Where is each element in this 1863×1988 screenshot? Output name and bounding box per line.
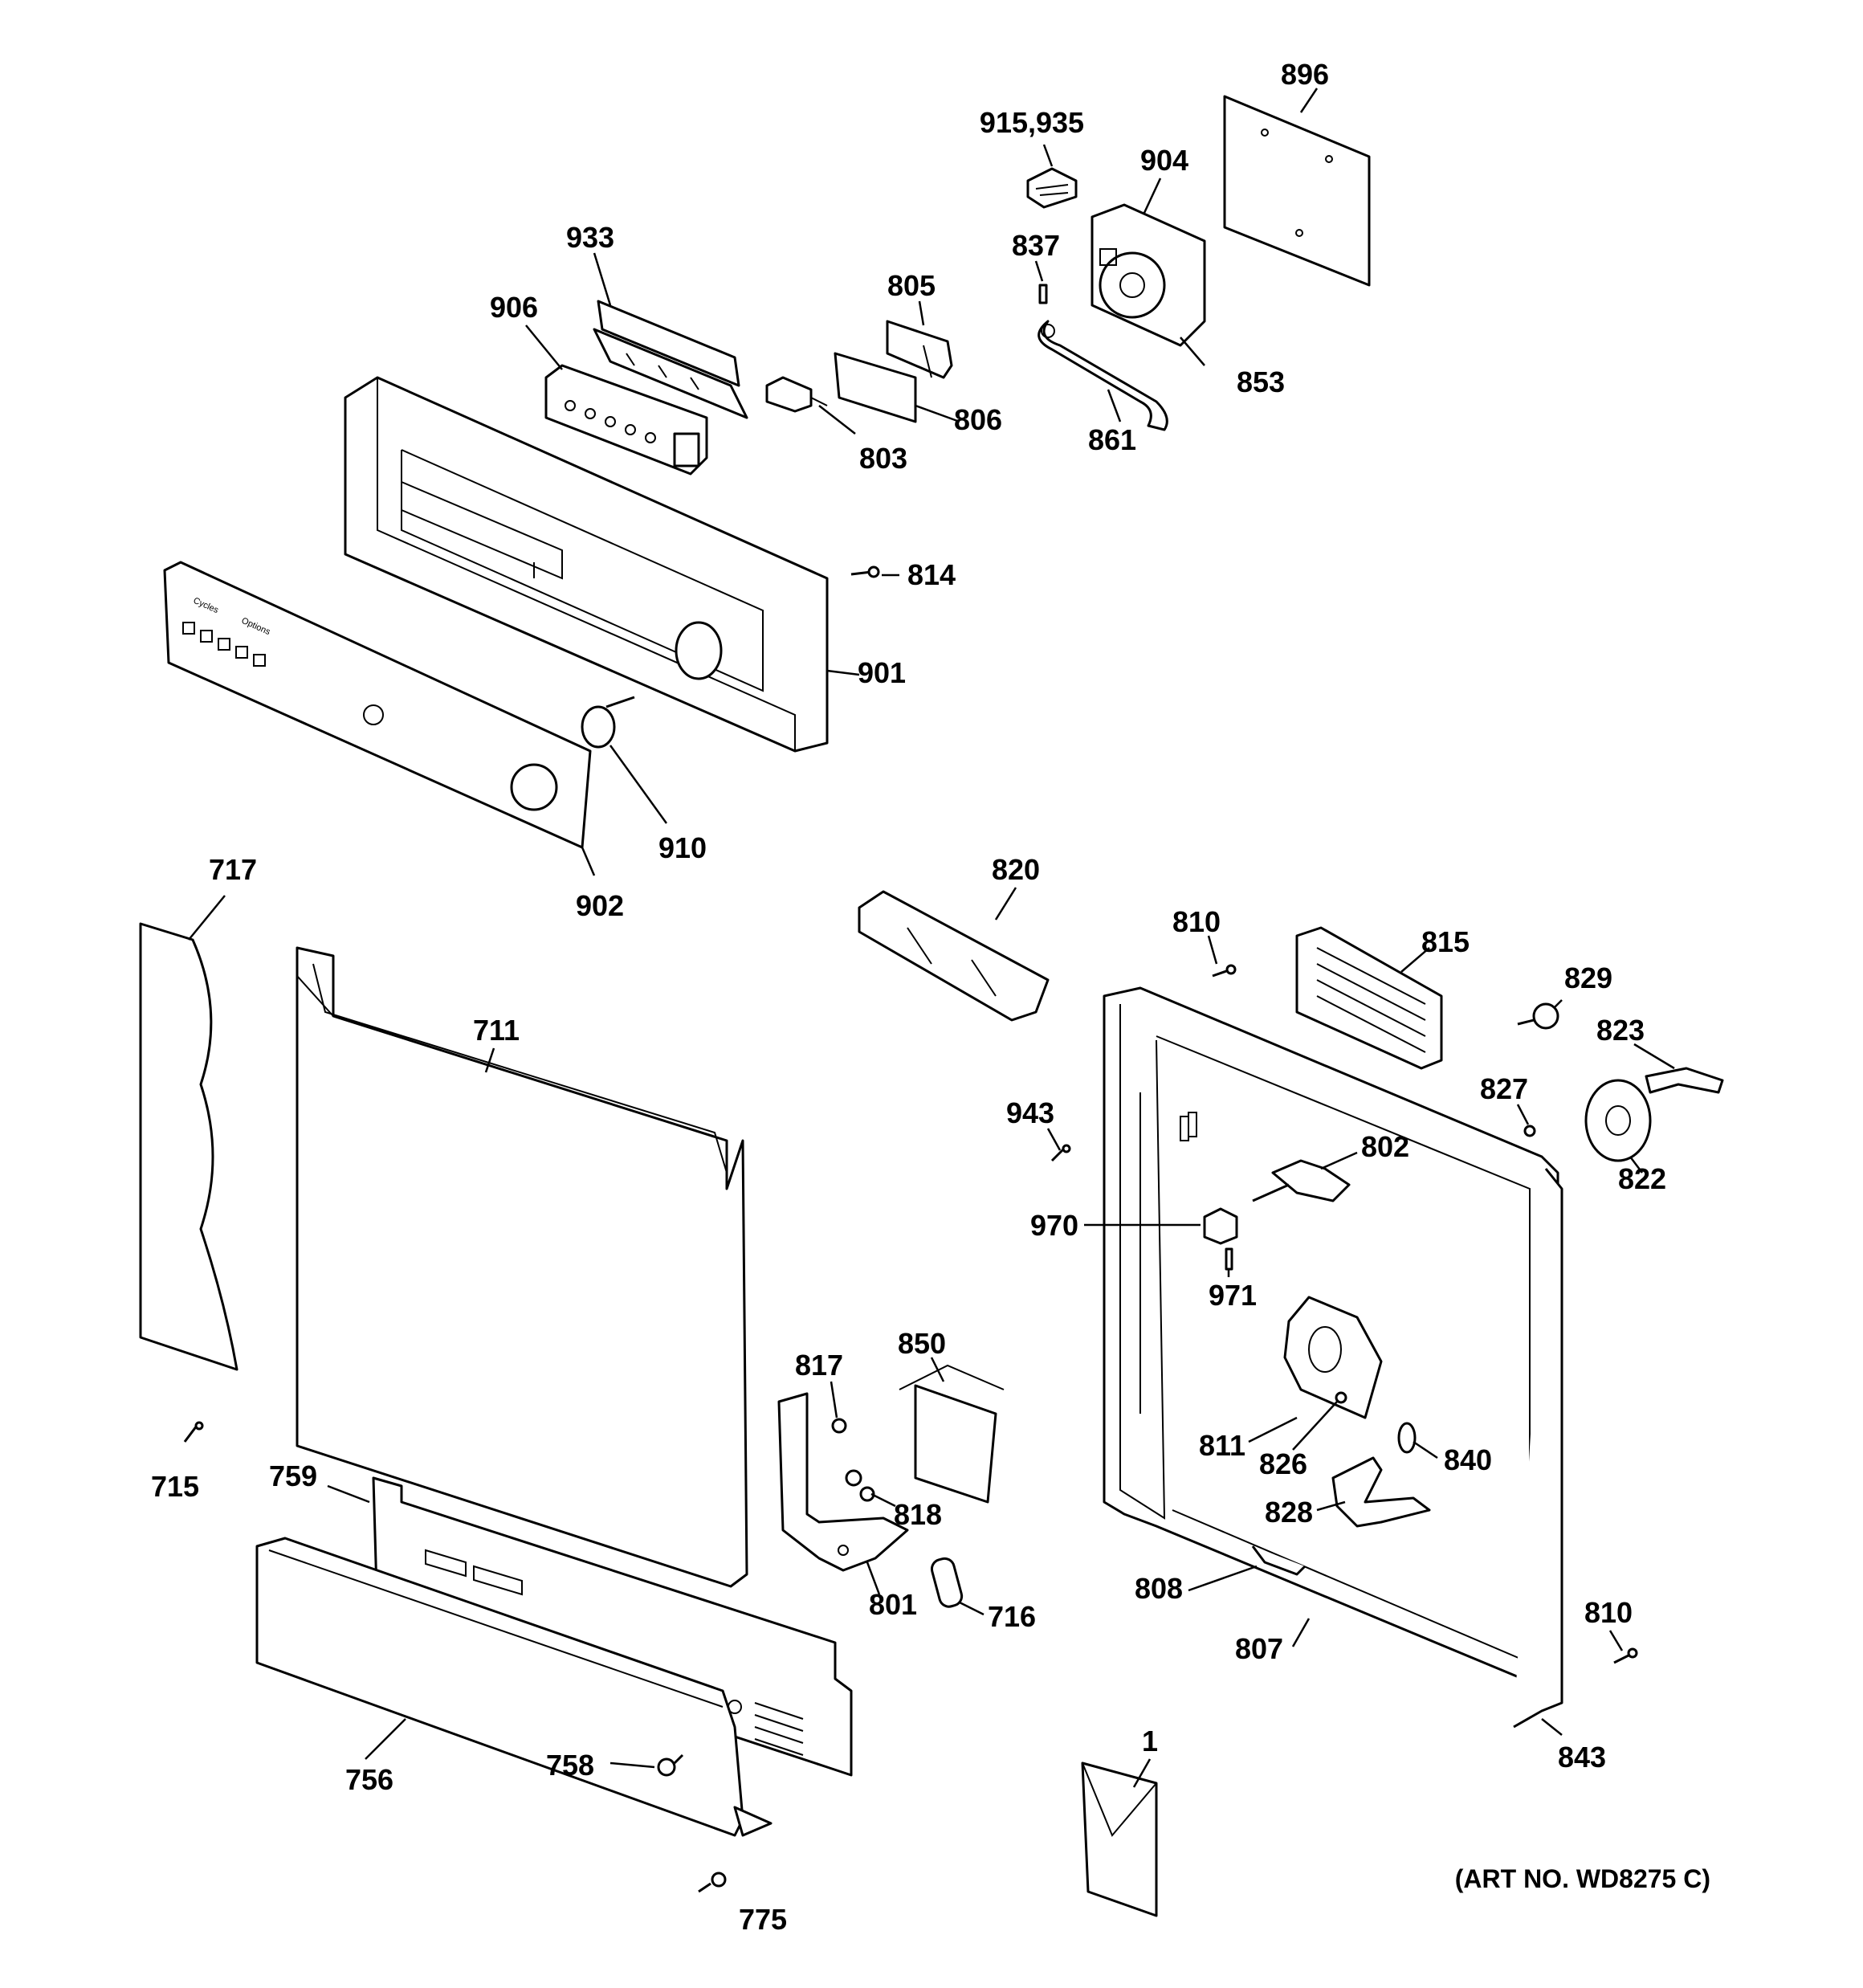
label-817: 817 [795,1349,843,1382]
label-901: 901 [858,656,906,689]
part-803-switch [765,376,828,413]
part-827-screw [1523,1125,1536,1137]
label-843: 843 [1558,1741,1606,1774]
label-758: 758 [546,1749,594,1782]
part-896-cover [1223,95,1371,287]
part-904-timer [1090,203,1206,347]
part-910-knob [581,696,635,749]
label-815: 815 [1421,925,1470,958]
part-711-door-panel [296,946,748,1588]
label-711: 711 [473,1014,520,1047]
part-861-lever [1037,320,1168,431]
label-971: 971 [1209,1279,1257,1312]
label-837: 837 [1012,229,1060,262]
part-840-spring [1397,1422,1417,1454]
label-853: 853 [1237,365,1285,398]
art-number: (ART NO. WD8275 C) [1455,1864,1710,1893]
label-803: 803 [859,442,907,475]
part-823-shaft [1645,1067,1724,1094]
label-808: 808 [1135,1572,1183,1605]
label-756: 756 [345,1763,393,1796]
label-759: 759 [269,1459,317,1492]
part-716-grip [930,1557,964,1608]
label-716: 716 [988,1600,1036,1633]
part-811-dispenser [1283,1296,1383,1419]
part-806-board [834,352,917,423]
part-815-grille [1295,926,1443,1070]
label-715: 715 [151,1470,199,1503]
label-827: 827 [1480,1072,1528,1105]
label-828: 828 [1265,1496,1313,1529]
part-808-wire [1251,1545,1307,1576]
label-802: 802 [1361,1130,1409,1163]
label-904: 904 [1140,144,1188,177]
callout-labels: 896 915,935 904 933 837 805 906 853 806 … [151,58,1666,1936]
part-850-shield [899,1364,1005,1504]
label-910: 910 [658,831,707,864]
part-970-clip [1203,1207,1238,1245]
part-717-panel [139,922,238,1371]
label-801: 801 [869,1588,917,1621]
part-820-vent [858,890,1050,1022]
part-756-kick-panel [255,1537,773,1837]
label-850: 850 [898,1327,946,1360]
part-837-pin [1038,284,1048,304]
label-826: 826 [1259,1447,1307,1480]
part-810-screw-top [1212,964,1237,978]
label-820: 820 [992,853,1040,886]
part-828-bracket [1331,1456,1431,1528]
part-829-knob [1517,1002,1559,1030]
label-861: 861 [1088,423,1136,456]
label-717: 717 [209,853,257,886]
part-775-screw [698,1872,727,1893]
part-971-pin [1225,1247,1233,1271]
part-902-faceplate: Cycles Options [163,561,592,849]
label-807: 807 [1235,1632,1283,1665]
label-896: 896 [1281,58,1329,91]
label-915-935: 915,935 [980,106,1084,139]
label-818: 818 [894,1498,942,1531]
label-810-top: 810 [1172,905,1221,938]
part-802-latch [1252,1159,1351,1202]
part-817-screw [831,1418,847,1434]
label-1: 1 [1142,1725,1158,1757]
part-901-console [344,376,829,753]
part-943-screw [1050,1144,1071,1162]
label-933: 933 [566,221,614,254]
label-829: 829 [1564,961,1612,994]
part-906-switch-module [544,364,708,476]
part-822-wheel [1584,1079,1652,1162]
label-970: 970 [1030,1209,1078,1242]
label-943: 943 [1006,1096,1054,1129]
label-805: 805 [887,269,936,302]
part-843-trim [1513,1168,1563,1729]
part-759-bracket [372,1476,853,1777]
label-840: 840 [1444,1443,1492,1476]
part-826-screw [1335,1391,1347,1404]
label-906: 906 [490,291,538,324]
label-775: 775 [739,1903,787,1936]
part-814-screw [850,565,880,578]
label-822: 822 [1618,1162,1666,1195]
part-915-935-connector [1026,167,1078,209]
label-814: 814 [907,558,956,591]
part-805-clip [886,320,953,379]
part-758-screw [657,1753,684,1777]
label-811: 811 [1199,1429,1245,1462]
part-1-envelope [1081,1761,1158,1917]
part-933-bracket [593,300,748,419]
label-823: 823 [1596,1014,1645,1047]
part-810-screw-bottom [1613,1647,1638,1664]
label-810-bottom: 810 [1584,1596,1633,1629]
part-715-screw [183,1421,204,1443]
part-818-link [845,1469,875,1502]
part-801-hinge [777,1392,909,1572]
label-806: 806 [954,403,1002,436]
label-902: 902 [576,889,624,922]
